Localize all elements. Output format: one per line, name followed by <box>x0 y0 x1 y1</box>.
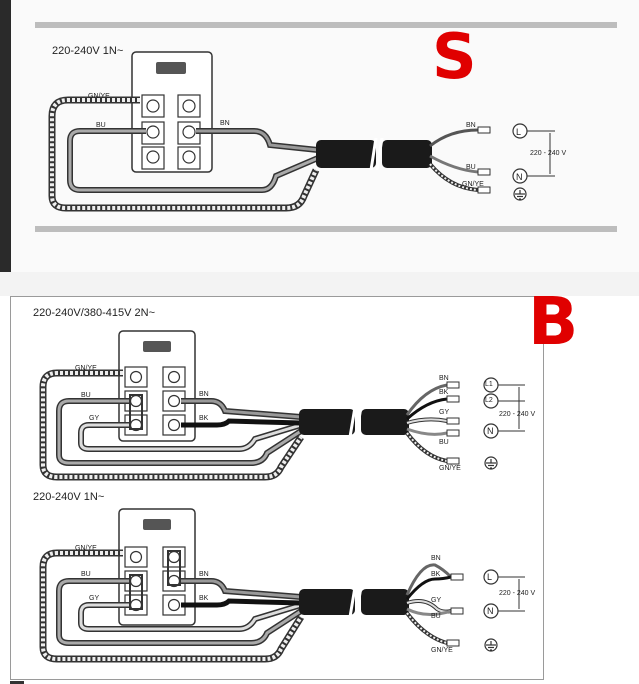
end-label-bn: BN <box>466 122 476 129</box>
terminal-N-label-2: N <box>487 606 494 616</box>
corner-tick <box>10 681 24 684</box>
wire-label-gnye: GN/YE <box>88 93 110 100</box>
ground-symbol-icon <box>515 190 525 200</box>
wire-label-bu-2: BU <box>81 571 91 578</box>
end-label-bn-1: BN <box>439 375 449 382</box>
wire-label-gy-2: GY <box>89 595 100 602</box>
voltage-bracket <box>527 130 555 177</box>
end-label-bn-2: BN <box>431 555 441 562</box>
terminal-N-label-1: N <box>487 426 494 436</box>
voltage-span-label-2: 220 - 240 V <box>499 590 536 597</box>
terminal-block-1 <box>118 330 196 442</box>
diagram-a-svg <box>48 51 555 212</box>
terminal-L2-label: L2 <box>485 397 493 404</box>
end-label-gy-1: GY <box>439 409 450 416</box>
terminal-L-label-2: L <box>487 572 493 582</box>
cable-sheath-2 <box>299 586 409 618</box>
wire-label-gnye-2: GN/YE <box>75 545 97 552</box>
gray-wire-1 <box>78 422 302 452</box>
wire-label-bn-2: BN <box>199 571 209 578</box>
cable-sheath <box>316 137 432 171</box>
end-label-bk-2: BK <box>431 571 441 578</box>
gray-wire-2 <box>78 602 302 632</box>
ground-wire-1 <box>39 369 304 481</box>
black-wire-2 <box>181 598 302 608</box>
ground-wire <box>48 96 320 212</box>
black-wire-1 <box>181 418 302 428</box>
wire-label-bu: BU <box>96 122 106 129</box>
wire-label-bn-1: BN <box>199 391 209 398</box>
end-label-gnye-1: GN/YE <box>439 465 461 472</box>
end-label-gnye: GN/YE <box>462 181 484 188</box>
end-label-bu-2: BU <box>431 613 441 620</box>
terminal-L-label: L <box>516 127 522 137</box>
panel-separator <box>0 272 639 296</box>
voltage-bracket-1 <box>498 384 525 432</box>
bottom-rule <box>35 226 617 232</box>
terminal-N-label: N <box>516 172 523 182</box>
terminal-L1-label: L1 <box>485 381 493 388</box>
wire-label-gnye-1: GN/YE <box>75 365 97 372</box>
ground-symbol-icon <box>486 459 496 469</box>
wire-label-bk-2: BK <box>199 595 209 602</box>
wire-label-bn: BN <box>220 120 230 127</box>
voltage-span-label: 220 - 240 V <box>530 150 567 157</box>
wire-ends-2 <box>405 563 464 647</box>
wire-ends <box>428 126 491 194</box>
terminal-block-2 <box>118 508 196 626</box>
end-label-bu-1: BU <box>439 439 449 446</box>
top-rule <box>35 22 617 28</box>
cable-sheath-1 <box>299 406 409 438</box>
end-label-bk-1: BK <box>439 389 449 396</box>
ground-wire-2 <box>39 549 304 663</box>
end-label-gnye-2: GN/YE <box>431 647 453 654</box>
brown-wire <box>196 128 319 153</box>
wire-ends-1 <box>405 381 460 465</box>
end-label-bu: BU <box>466 164 476 171</box>
wire-label-bu-1: BU <box>81 392 91 399</box>
terminal-block <box>131 51 213 173</box>
terminal-circles-1 <box>483 377 499 470</box>
wiring-panel-two-phase: 220-240V/380-415V 2N~ GN/YE BU GY BN BK … <box>10 296 544 680</box>
ground-symbol-icon <box>486 641 496 651</box>
blue-wire-2 <box>56 578 303 646</box>
wire-label-bk-1: BK <box>199 415 209 422</box>
voltage-span-label-1: 220 - 240 V <box>499 411 536 418</box>
voltage-title-2: 220-240V 1N~ <box>33 491 105 503</box>
wiring-panel-single-phase: 220-240V 1N~ GN/YE BU BN BN BU GN/YE L N… <box>0 0 639 272</box>
blue-wire-1 <box>56 398 303 466</box>
brown-wire-1 <box>181 398 302 420</box>
terminal-circles-2 <box>483 569 499 652</box>
voltage-title: 220-240V 1N~ <box>52 45 124 57</box>
handwritten-mark-s: S <box>432 20 477 93</box>
brown-wire-2 <box>181 578 302 600</box>
blue-wire <box>67 128 320 193</box>
handwritten-mark-b: B <box>528 283 579 360</box>
voltage-title-1: 220-240V/380-415V 2N~ <box>33 307 156 319</box>
voltage-bracket-2 <box>498 576 525 612</box>
end-label-gy-2: GY <box>431 597 442 604</box>
left-dark-bar <box>0 0 11 272</box>
diagram-b-svg <box>39 330 525 663</box>
wire-label-gy-1: GY <box>89 415 100 422</box>
